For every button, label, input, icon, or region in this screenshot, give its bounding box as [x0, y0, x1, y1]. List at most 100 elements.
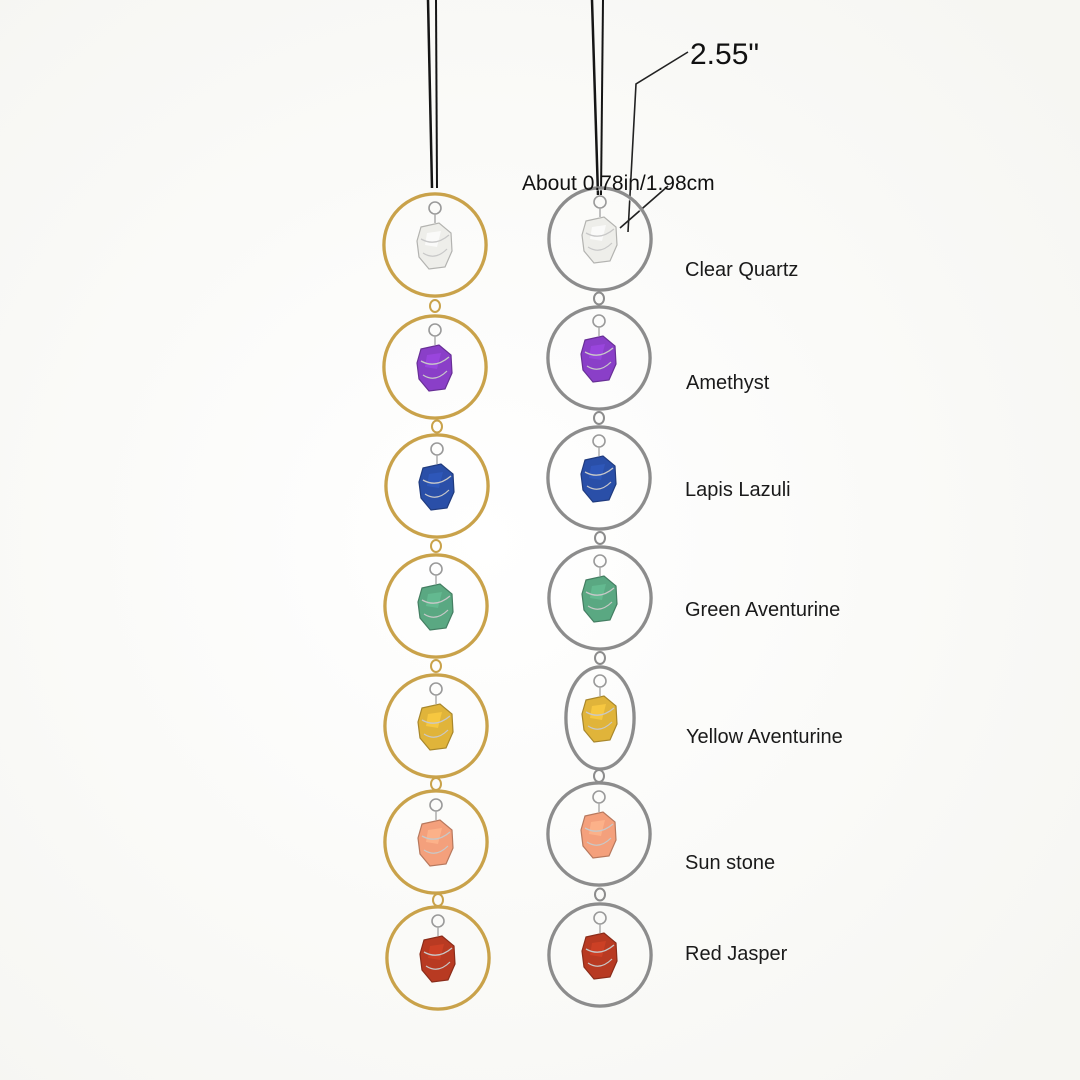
ring-highlight — [388, 908, 488, 1008]
wire-wrap — [421, 715, 451, 724]
crystal-facet — [425, 231, 441, 247]
hanging-cord-left — [426, 0, 438, 189]
crystal-facet — [590, 704, 606, 720]
crystal-facet — [590, 941, 606, 957]
pendant-left-sun-stone — [383, 777, 489, 895]
ring — [385, 905, 491, 1011]
ring — [546, 305, 652, 411]
stone-size-label: About 0.78in/1.98cm — [522, 172, 715, 195]
ring-highlight — [550, 905, 650, 1005]
crystal-facet — [426, 712, 442, 728]
wire-wrap — [586, 837, 612, 846]
ring-highlight — [567, 668, 633, 768]
pendant-right-red-jasper — [547, 887, 653, 1008]
ring-highlight — [550, 189, 650, 289]
crystal-facet — [590, 584, 606, 600]
wire-wrap — [425, 961, 451, 970]
ring-highlight — [549, 308, 649, 408]
chain-left-gold — [382, 192, 491, 1011]
connector-loop — [593, 291, 605, 306]
crystal-facet — [589, 344, 605, 360]
ring — [546, 781, 652, 887]
ring — [547, 186, 653, 292]
wire-wrap — [585, 944, 615, 953]
pendant-left-amethyst — [382, 299, 488, 420]
stone-label-lapis-lazuli: Lapis Lazuli — [685, 479, 791, 501]
ring-highlight — [386, 676, 486, 776]
ring — [547, 545, 653, 651]
stone-label-red-jasper: Red Jasper — [685, 943, 788, 965]
ring — [546, 425, 652, 531]
ring — [384, 433, 490, 539]
wire-wrap — [423, 845, 449, 854]
wire-wrap — [586, 361, 612, 370]
hanging-cord-right — [590, 0, 604, 196]
wire-wrap — [585, 707, 615, 716]
wire-wrap — [587, 601, 613, 610]
ring-highlight — [549, 784, 649, 884]
wire-wrap — [421, 831, 451, 840]
wire-wrap — [423, 947, 453, 956]
crystal-facet — [428, 944, 444, 960]
pendant-right-green-aventurine — [547, 531, 653, 651]
crystal-facet — [590, 225, 606, 241]
connector-loop — [593, 411, 605, 425]
pendant-right-sun-stone — [546, 769, 652, 887]
wire-wrap — [422, 248, 448, 257]
wire-wrap — [587, 721, 613, 730]
crystal-facet — [426, 828, 442, 844]
wire-wrap — [585, 587, 615, 596]
ring-highlight — [386, 792, 486, 892]
ring — [547, 902, 653, 1008]
wire-wrap — [423, 609, 449, 618]
wire-wrap — [424, 489, 450, 498]
connector-loop — [430, 539, 442, 553]
ring-highlight — [385, 317, 485, 417]
wire-wrap — [420, 356, 450, 365]
wire-wrap — [420, 234, 450, 243]
ring — [382, 314, 488, 420]
ring-highlight — [549, 428, 649, 528]
stone-label-clear-quartz: Clear Quartz — [685, 259, 799, 281]
pendant-left-green-aventurine — [383, 539, 489, 659]
wire-wrap — [587, 242, 613, 251]
stone-label-yellow-aventurine: Yellow Aventurine — [686, 726, 843, 748]
wire-wrap — [422, 370, 448, 379]
wire-wrap — [422, 475, 452, 484]
crystal-facet — [425, 353, 441, 369]
connector-loop — [594, 887, 606, 902]
wire-wrap — [584, 823, 614, 832]
pendant-right-clear-quartz — [547, 186, 653, 292]
wire-wrap — [587, 958, 613, 967]
pendant-left-lapis-lazuli — [384, 419, 490, 539]
crystal-facet — [589, 820, 605, 836]
wire-wrap — [423, 729, 449, 738]
crystal-facet — [589, 464, 605, 480]
ring — [382, 192, 488, 298]
pendant-left-red-jasper — [385, 893, 491, 1011]
ring-highlight — [550, 548, 650, 648]
crystal-facet — [427, 472, 443, 488]
stone-label-green-aventurine: Green Aventurine — [685, 599, 841, 621]
crystal-facet — [426, 592, 442, 608]
pendant-left-clear-quartz — [382, 192, 488, 298]
connector-loop — [594, 651, 606, 665]
connector-loop — [430, 659, 442, 673]
ring — [564, 665, 636, 771]
wire-wrap — [421, 595, 451, 604]
wire-wrap — [584, 467, 614, 476]
pendant-right-lapis-lazuli — [546, 411, 652, 531]
ring-highlight — [387, 436, 487, 536]
wire-wrap — [584, 347, 614, 356]
pendant-left-yellow-aventurine — [383, 659, 489, 779]
connector-loop — [429, 299, 441, 313]
ring — [383, 789, 489, 895]
wire-wrap — [585, 228, 615, 237]
pendant-right-amethyst — [546, 291, 652, 411]
dimension-callout-lines — [619, 51, 689, 233]
pendant-right-yellow-aventurine — [564, 651, 636, 771]
ring-highlight — [385, 195, 485, 295]
wire-wrap — [586, 481, 612, 490]
overall-length-label: 2.55" — [690, 38, 760, 71]
